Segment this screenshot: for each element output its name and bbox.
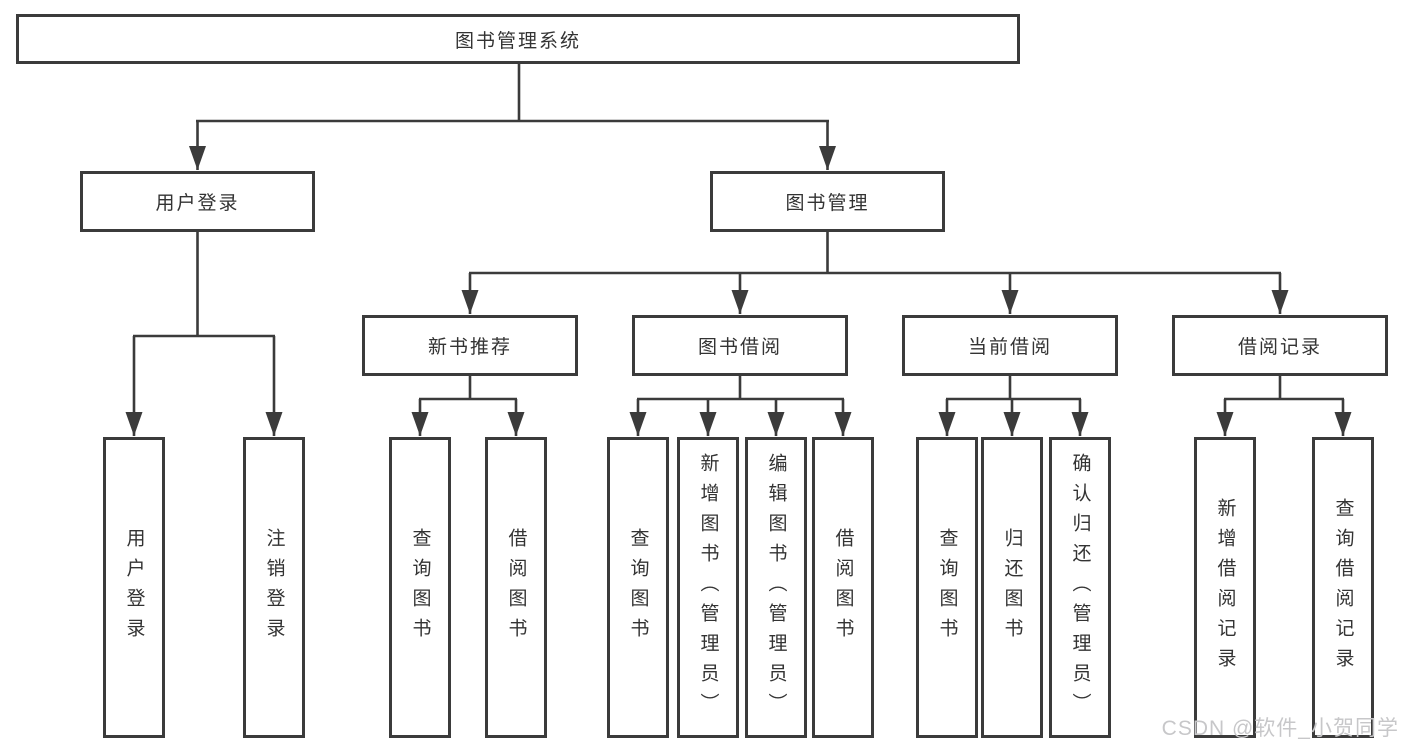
- node-library-system: 图书管理系统: [16, 14, 1020, 64]
- leaf-add-book-admin: 新增图书（管理员）: [677, 437, 739, 738]
- connector-book-borrow-to-leaves: [637, 374, 844, 401]
- leaf-borrow-books-newbook: 借阅图书: [485, 437, 547, 738]
- leaf-confirm-return-admin: 确认归还（管理员）: [1049, 437, 1111, 738]
- connector-current-borrow-to-leaves: [946, 374, 1081, 401]
- node-book-borrow: 图书借阅: [632, 315, 848, 376]
- node-user-login: 用户登录: [80, 171, 315, 232]
- leaf-borrow-books: 借阅图书: [812, 437, 874, 738]
- node-current-borrow: 当前借阅: [902, 315, 1118, 376]
- leaf-query-borrow-record: 查询借阅记录: [1312, 437, 1374, 738]
- connector-new-book-to-leaves: [419, 374, 517, 401]
- node-book-manage: 图书管理: [710, 171, 945, 232]
- leaf-edit-book-admin: 编辑图书（管理员）: [745, 437, 807, 738]
- leaf-return-book: 归还图书: [981, 437, 1043, 738]
- node-borrow-record: 借阅记录: [1172, 315, 1388, 376]
- leaf-user-login: 用户登录: [103, 437, 165, 738]
- connector-root-to-level2: [196, 64, 829, 123]
- leaf-add-borrow-record: 新增借阅记录: [1194, 437, 1256, 738]
- leaf-logout: 注销登录: [243, 437, 305, 738]
- connector-borrow-record-to-leaves: [1224, 374, 1344, 401]
- connector-book-manage-to-level3: [469, 231, 1281, 275]
- leaf-query-books-borrow: 查询图书: [607, 437, 669, 738]
- leaf-query-books-current: 查询图书: [916, 437, 978, 738]
- leaf-query-books-newbook: 查询图书: [389, 437, 451, 738]
- node-new-book-recommend: 新书推荐: [362, 315, 578, 376]
- connector-user-login-to-leaves: [133, 231, 275, 338]
